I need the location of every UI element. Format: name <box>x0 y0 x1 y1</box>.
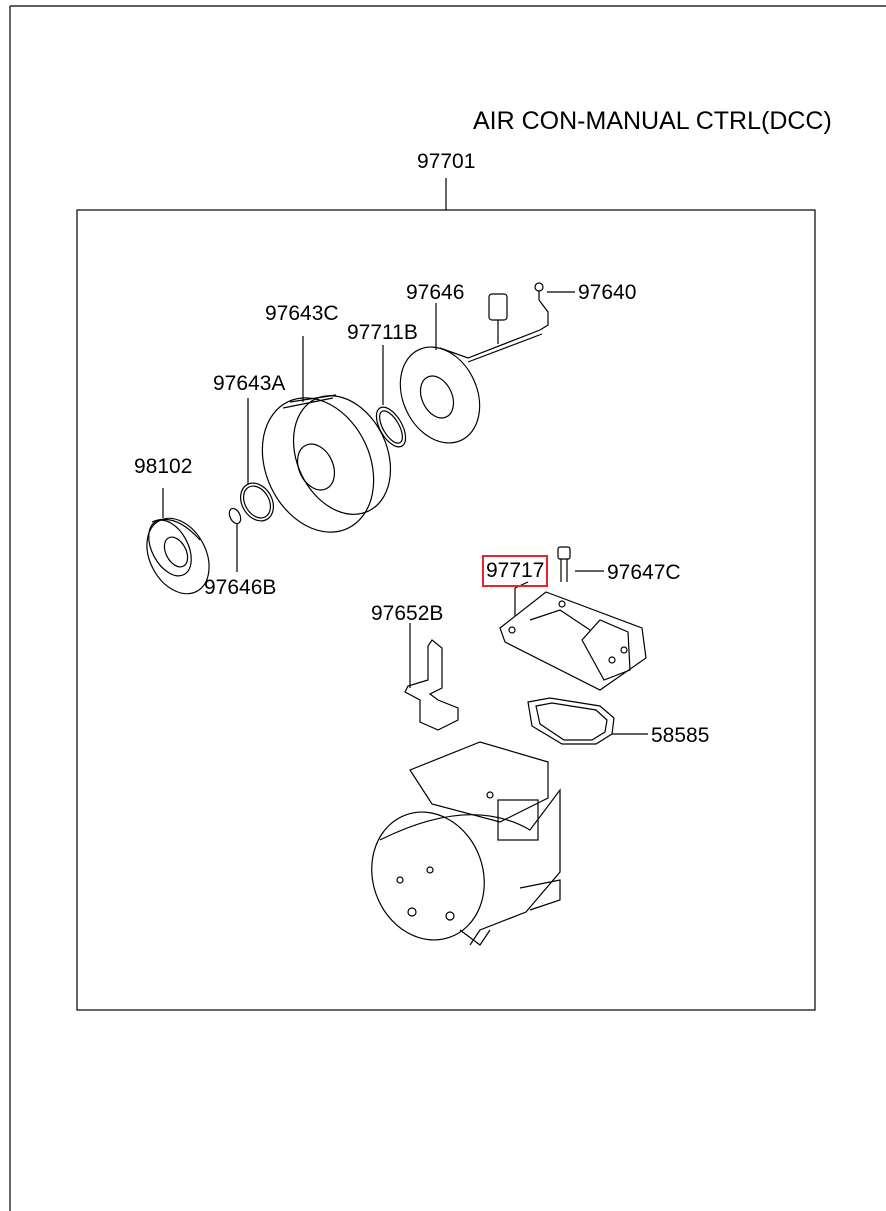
part-label-97646B[interactable]: 97646B <box>204 576 277 599</box>
part-98102-drawing <box>146 488 210 595</box>
part-97717-drawing <box>499 581 647 691</box>
part-58585-drawing <box>527 697 648 745</box>
assembly-box <box>76 209 816 1011</box>
part-97711B-drawing <box>375 345 407 448</box>
part-label-97643A[interactable]: 97643A <box>213 372 286 395</box>
part-97646B-drawing <box>228 507 242 572</box>
part-97640-drawing <box>534 282 575 331</box>
part-label-97646[interactable]: 97646 <box>406 281 465 304</box>
part-label-97640[interactable]: 97640 <box>578 281 637 304</box>
part-97652B-drawing <box>404 623 459 731</box>
part-label-97643C[interactable]: 97643C <box>265 302 339 325</box>
part-97643A-drawing <box>240 398 274 522</box>
part-label-58585[interactable]: 58585 <box>651 724 710 747</box>
assembly-number-label[interactable]: 97701 <box>417 150 476 173</box>
part-label-97711B[interactable]: 97711B <box>347 321 418 344</box>
compressor-drawing <box>371 741 561 946</box>
part-label-98102[interactable]: 98102 <box>134 455 193 478</box>
part-label-97652B[interactable]: 97652B <box>371 602 444 625</box>
part-97647C-drawing <box>557 546 604 582</box>
part-label-97717[interactable]: 97717 <box>481 555 549 587</box>
part-label-97647C[interactable]: 97647C <box>607 561 681 584</box>
diagram-title: AIR CON-MANUAL CTRL(DCC) <box>473 107 832 135</box>
part-97643C-drawing <box>261 336 392 533</box>
page-frame <box>9 5 886 1211</box>
part-97646-drawing <box>399 293 543 444</box>
